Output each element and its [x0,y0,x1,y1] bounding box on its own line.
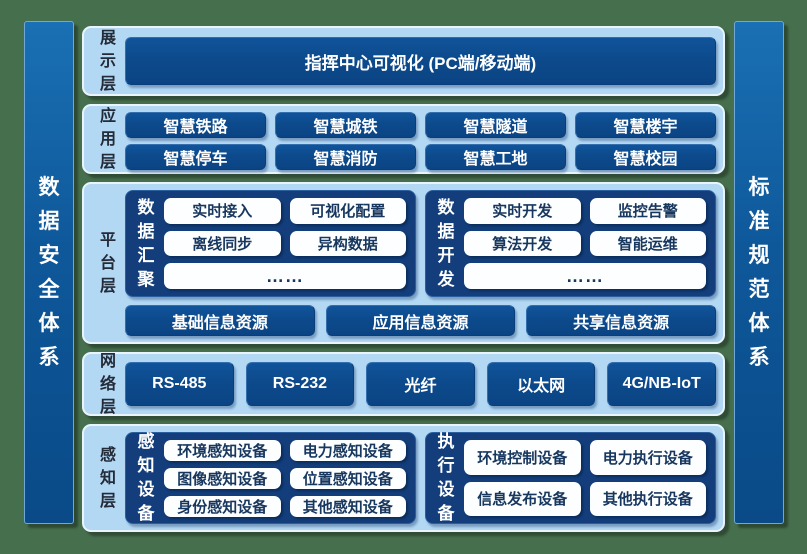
block-smart-tunnel: 智慧隧道 [425,112,566,138]
block-4g-nbiot: 4G/NB-IoT [607,362,716,406]
layer-application: 应用层 智慧铁路 智慧城铁 智慧隧道 智慧楼宇 智慧停车 智慧消防 智慧工地 智… [82,104,725,174]
group-sensing-devices-label: 感知设备 [137,432,155,523]
block-other-sensing: 其他感知设备 [289,496,406,517]
block-power-sensing: 电力感知设备 [289,440,406,461]
block-realtime-dev: 实时开发 [464,198,581,224]
block-smart-metro: 智慧城铁 [275,112,416,138]
block-heterogeneous-data: 异构数据 [289,230,406,257]
block-development-more: …… [464,263,706,289]
block-algorithm-dev: 算法开发 [464,230,581,257]
layer-platform: 平台层 数据汇聚 实时接入 可视化配置 离线同步 异构数据 …… [82,182,725,344]
block-app-info-resources: 应用信息资源 [325,305,516,336]
block-smart-building: 智慧楼宇 [575,112,716,138]
block-smart-parking: 智慧停车 [125,144,266,170]
group-sensing-devices: 感知设备 环境感知设备 电力感知设备 图像感知设备 位置感知设备 身份感知设备 … [125,432,416,524]
layer-perception-label: 感知层 [99,446,116,510]
block-smart-ops: 智能运维 [589,230,706,257]
layer-network-label: 网络层 [99,352,116,416]
group-data-development-label: 数据开发 [437,197,455,289]
group-actuator-devices: 执行设备 环境控制设备 电力执行设备 信息发布设备 其他执行设备 [425,432,716,524]
block-basic-info-resources: 基础信息资源 [125,305,315,336]
layer-display: 展示层 指挥中心可视化 (PC端/移动端) [82,26,725,96]
block-power-actuator: 电力执行设备 [589,440,706,475]
block-env-control: 环境控制设备 [464,440,581,475]
block-realtime-access: 实时接入 [164,198,281,224]
group-data-aggregation-label: 数据汇聚 [137,197,155,289]
block-rs485: RS-485 [125,362,234,406]
block-offline-sync: 离线同步 [164,230,281,257]
block-position-sensing: 位置感知设备 [289,468,406,489]
block-smart-site: 智慧工地 [425,144,566,170]
layer-perception: 感知层 感知设备 环境感知设备 电力感知设备 图像感知设备 位置感知设备 身份感… [82,424,725,532]
block-other-actuator: 其他执行设备 [589,481,706,516]
group-data-development: 数据开发 实时开发 监控告警 算法开发 智能运维 …… [425,190,716,297]
layer-application-label: 应用层 [99,107,116,171]
layer-display-label: 展示层 [99,29,116,93]
pillar-data-security: 数据安全体系 [24,21,74,524]
pillar-standards: 标准规范体系 [734,21,784,524]
block-smart-fire: 智慧消防 [275,144,416,170]
block-visual-config: 可视化配置 [289,198,406,224]
block-monitor-alert: 监控告警 [589,198,706,224]
block-command-center-visualization: 指挥中心可视化 (PC端/移动端) [125,37,716,85]
block-fiber: 光纤 [366,362,475,406]
block-ethernet: 以太网 [486,362,596,406]
block-rs232: RS-232 [245,362,355,406]
pillar-data-security-label: 数据安全体系 [38,175,60,369]
layer-platform-label: 平台层 [99,231,116,295]
block-image-sensing: 图像感知设备 [164,468,281,489]
group-data-aggregation: 数据汇聚 实时接入 可视化配置 离线同步 异构数据 …… [125,190,416,297]
block-aggregation-more: …… [164,263,406,289]
layer-network: 网络层 RS-485 RS-232 光纤 以太网 4G/NB-IoT [82,352,725,416]
block-smart-campus: 智慧校园 [575,144,716,170]
block-shared-info-resources: 共享信息资源 [526,305,717,336]
block-identity-sensing: 身份感知设备 [164,496,281,517]
pillar-standards-label: 标准规范体系 [748,175,770,369]
block-smart-railway: 智慧铁路 [125,112,266,138]
group-actuator-devices-label: 执行设备 [437,432,455,523]
layer-stack: 展示层 指挥中心可视化 (PC端/移动端) 应用层 智慧铁路 智慧城铁 智慧隧道… [82,26,725,532]
block-env-sensing: 环境感知设备 [164,440,281,461]
block-info-publish: 信息发布设备 [464,481,581,516]
